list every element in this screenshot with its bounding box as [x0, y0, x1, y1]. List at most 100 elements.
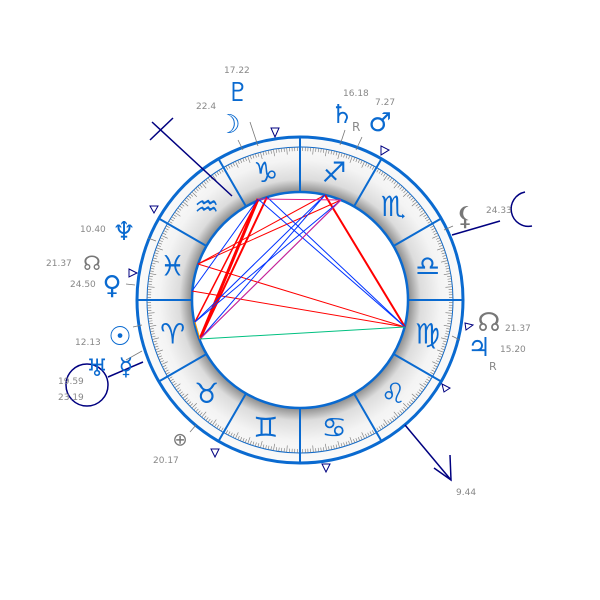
dsc-crescent-icon [510, 191, 533, 228]
degree-tick [227, 431, 231, 436]
degree-tick [408, 401, 413, 405]
degree-tick [205, 179, 209, 183]
pluto-degree: 17.22 [224, 66, 250, 76]
mercury-degree: 23.19 [58, 393, 84, 403]
planet-north-node[interactable]: ☊ 21.37 [477, 308, 530, 338]
degree-tick [242, 438, 245, 442]
aspect-line [257, 198, 406, 328]
venus-degree: 24.50 [70, 280, 96, 290]
degree-tick [184, 397, 188, 401]
degree-tick [440, 249, 445, 252]
degree-tick [312, 445, 314, 453]
degree-tick [383, 172, 386, 177]
degree-tick [249, 440, 252, 445]
degree-tick [345, 154, 348, 159]
degree-tick [162, 232, 167, 235]
pluto-icon: ♇ [226, 78, 249, 108]
degree-tick [353, 438, 356, 443]
part-of-fortune[interactable]: ⊕ 20.17 [153, 430, 188, 467]
degree-tick [170, 218, 174, 222]
degree-tick [371, 166, 375, 170]
degree-tick [417, 205, 421, 209]
degree-tick [171, 216, 176, 220]
degree-tick [445, 312, 453, 314]
degree-tick [330, 445, 333, 450]
degree-tick [399, 186, 403, 190]
fortune-icon: ⊕ [172, 430, 187, 451]
degree-tick [403, 406, 407, 411]
sign-divider [353, 158, 383, 207]
degree-tick [148, 278, 153, 280]
degree-tick [445, 265, 450, 267]
degree-tick [369, 431, 373, 436]
degree-tick [257, 152, 260, 157]
inner-circle [190, 190, 410, 410]
degree-tick [328, 149, 330, 154]
degree-tick [155, 348, 160, 351]
degree-tick [177, 389, 182, 393]
planet-south-node[interactable]: ☊ 21.37 [46, 251, 101, 275]
mercury-icon: ☿ [119, 353, 134, 381]
degree-tick [161, 235, 168, 239]
degree-tick [214, 423, 217, 428]
aspect-line [194, 198, 259, 323]
planet-uranus[interactable]: ♅ 19.59 [58, 354, 108, 387]
sun-degree: 12.13 [75, 338, 101, 348]
mc-axis [404, 424, 452, 481]
planet-lilith[interactable]: ⚸ 24.33 [455, 202, 511, 232]
degree-tick [430, 225, 434, 229]
aspect-line [199, 196, 268, 340]
degree-tick [252, 154, 255, 159]
degree-tick [191, 191, 197, 197]
degree-tick [153, 343, 158, 346]
cusp-markers [128, 127, 475, 474]
degree-tick [380, 171, 384, 176]
degree-tick [433, 365, 438, 368]
planet-pluto[interactable]: ♇ 17.22 [224, 66, 250, 108]
degree-tick [330, 150, 333, 155]
degree-tick [211, 174, 217, 181]
degree-tick [437, 357, 441, 361]
degree-tick [376, 168, 380, 173]
venus-icon: ♀ [102, 271, 121, 301]
degree-tick [149, 328, 154, 330]
sign-divider [217, 393, 247, 442]
degree-tick [444, 335, 449, 338]
degree-tick [406, 403, 411, 407]
degree-tick [383, 419, 389, 426]
degree-tick [447, 323, 452, 325]
degree-tick [328, 446, 330, 451]
degree-tick [335, 151, 338, 156]
degree-tick [333, 445, 335, 450]
degree-ticks [147, 147, 453, 453]
south-node-icon: ☊ [83, 251, 101, 275]
planet-saturn[interactable]: ♄ R 16.18 [330, 89, 369, 134]
mars-icon: ♂ [368, 108, 391, 138]
degree-tick [410, 399, 414, 403]
degree-tick [154, 252, 159, 255]
degree-tick [197, 186, 201, 190]
degree-tick [365, 162, 368, 167]
degree-tick [438, 355, 442, 358]
planet-sun[interactable]: ☉ 12.13 [75, 322, 132, 352]
planet-mercury[interactable]: ☿ 23.19 [58, 353, 133, 403]
saturn-degree: 16.18 [343, 89, 369, 99]
moon-degree: 22.4 [196, 102, 216, 112]
planet-jupiter[interactable]: ♃ R 15.20 [467, 333, 526, 373]
degree-tick [440, 260, 448, 263]
planet-moon[interactable]: ☽ 22.4 [196, 102, 241, 140]
sign-divider [217, 158, 247, 207]
degree-tick [387, 420, 391, 424]
planet-mars[interactable]: ♂ 7.27 [368, 98, 395, 138]
degree-tick [433, 232, 438, 235]
degree-tick [365, 433, 368, 438]
degree-tick [427, 376, 432, 380]
degree-tick [199, 412, 203, 416]
degree-tick [151, 262, 156, 265]
degree-tick [357, 159, 361, 163]
planet-neptune[interactable]: ♆ 10.40 [80, 217, 136, 247]
aspect-line [194, 194, 326, 323]
degree-tick [244, 438, 247, 443]
planet-venus[interactable]: ♀ 24.50 [70, 271, 122, 301]
